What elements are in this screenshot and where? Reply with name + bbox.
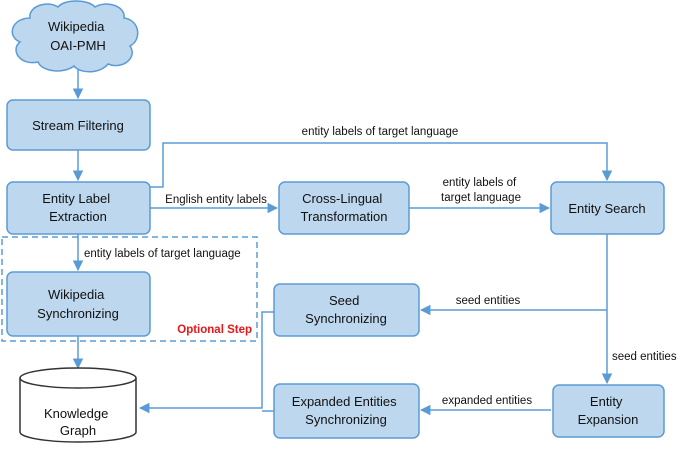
expanded-sync-line2: Synchronizing [305,412,387,427]
edge-label-seed-entities-down: seed entities [612,351,677,363]
seed-sync-line1: Seed [329,293,359,308]
entity-label-extraction-box [6,181,151,235]
edge-extraction-to-entity-search [150,142,613,188]
entity-expansion-line1: Entity [590,394,623,409]
wikipedia-sync-box [6,271,151,337]
stream-filtering-box [6,99,151,151]
edge-label-target-language-mid-line1: entity labels of [443,177,517,189]
entity-label-extraction-label: Entity Label Extraction [42,191,114,224]
wikipedia-sync-line1: Wikipedia [48,287,105,302]
cross-lingual-line1: Cross-Lingual [302,191,382,206]
edge-label-target-language-top: entity labels of target language [302,126,459,138]
entity-search-box [550,181,665,235]
edge-label-target-language-left: entity labels of target language [84,248,241,260]
knowledge-graph-label: Knowledge Graph [44,406,112,438]
source-label-line1: Wikipedia [48,19,105,34]
optional-step-label: Optional Step [177,324,252,336]
source-label: Wikipedia OAI-PMH [48,19,108,53]
edge-label-expanded-entities: expanded entities [442,395,532,407]
stream-filtering-label: Stream Filtering [32,118,124,133]
edge-label-target-language-mid-line2: target language [441,192,521,204]
wikipedia-sync-line2: Synchronizing [37,306,119,321]
entity-expansion-label: Entity Expansion [578,394,639,427]
expanded-sync-label: Expanded Entities Synchronizing [292,394,400,427]
source-label-line2: OAI-PMH [50,38,106,53]
entity-expansion-box [552,384,665,438]
source-cloud [11,0,139,73]
edge-label-english-entity-labels: English entity labels [165,194,267,206]
seed-sync-box [273,283,420,337]
cross-lingual-line2: Transformation [301,209,388,224]
expanded-sync-line1: Expanded Entities [292,394,397,409]
knowledge-graph-line1: Knowledge [44,406,108,421]
edge-seed-sync-to-kg [138,311,274,414]
seed-sync-label: Seed Synchronizing [305,293,387,326]
entity-label-extraction-line1: Entity Label [42,191,110,206]
knowledge-graph-line2: Graph [60,423,96,438]
optional-step-region [1,236,258,342]
entity-expansion-line2: Expansion [578,412,639,427]
cross-lingual-label: Cross-Lingual Transformation [301,191,388,224]
entity-search-label: Entity Search [568,201,645,216]
expanded-sync-box [273,383,420,439]
edge-label-target-language-mid: entity labels of target language [441,177,521,204]
edge-label-seed-entities-left: seed entities [456,295,521,307]
entity-label-extraction-line2: Extraction [49,209,107,224]
cross-lingual-box [278,181,410,235]
wikipedia-sync-label: Wikipedia Synchronizing [37,287,119,321]
knowledge-graph-cylinder-rim [19,377,137,389]
seed-sync-line2: Synchronizing [305,311,387,326]
